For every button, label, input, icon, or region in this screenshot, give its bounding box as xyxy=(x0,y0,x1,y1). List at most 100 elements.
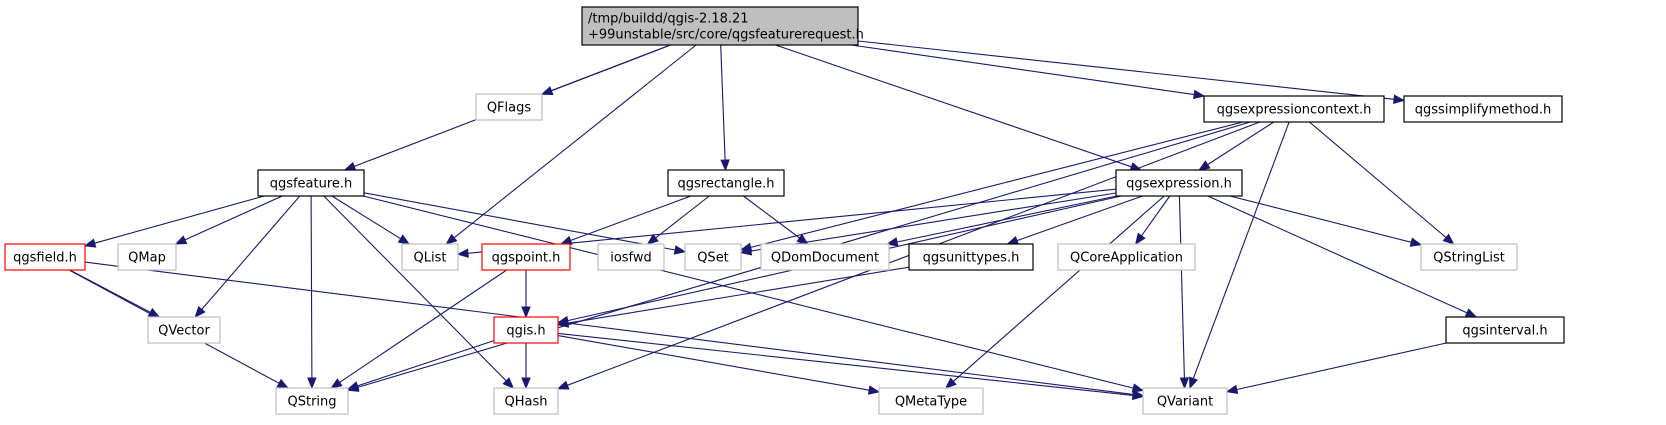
edge-arrowhead xyxy=(944,377,957,389)
node-box xyxy=(908,243,1034,271)
edge-line xyxy=(201,195,301,310)
node-label: qgsinterval.h xyxy=(1462,324,1547,339)
node-label: QVector xyxy=(158,324,210,339)
edge-line xyxy=(775,44,1132,168)
edge-line xyxy=(310,195,313,379)
node-box xyxy=(117,243,177,271)
node-qset: QSet xyxy=(684,243,742,271)
edge-line xyxy=(1192,121,1290,379)
node-qgis[interactable]: qgis.h xyxy=(493,316,559,344)
node-box xyxy=(257,169,365,197)
edge-qgsexpression-to-qvariant xyxy=(1178,195,1190,390)
node-label: qgsfield.h xyxy=(13,251,77,266)
node-layer: /tmp/buildd/qgis-2.18.21+99unstable/src/… xyxy=(4,6,1565,415)
node-label: QFlags xyxy=(487,101,532,116)
edge-qgsfeature-to-qmap xyxy=(174,195,283,245)
edge-qgsfeature-to-qvariant xyxy=(362,195,1145,393)
edge-arrowhead xyxy=(194,305,206,319)
edge-arrowhead xyxy=(1134,232,1146,246)
node-box xyxy=(147,316,221,344)
node-box xyxy=(1142,387,1228,415)
edge-qgis-to-qmetatype xyxy=(557,335,881,395)
edge-arrowhead xyxy=(646,233,659,245)
edge-qgsrectangle-to-qdomdocument xyxy=(743,195,809,245)
edge-line xyxy=(94,195,265,244)
edge-arrowhead xyxy=(1409,237,1423,247)
node-qgspoint[interactable]: qgspoint.h xyxy=(481,243,571,271)
edge-line xyxy=(750,121,1244,248)
edge-arrowhead xyxy=(720,159,730,172)
edge-arrowhead xyxy=(502,377,515,389)
edge-arrowhead xyxy=(1131,383,1145,393)
node-box xyxy=(1057,243,1196,271)
edge-arrowhead xyxy=(1132,390,1145,401)
edge-arrowhead xyxy=(445,233,458,245)
edge-line xyxy=(857,40,1395,100)
node-label: iosfwd xyxy=(610,251,652,266)
edge-qgsunittypes-to-qgis xyxy=(556,266,910,328)
node-qgsinterval[interactable]: qgsinterval.h xyxy=(1445,316,1565,344)
node-label: /tmp/buildd/qgis-2.18.21 xyxy=(588,12,749,27)
node-label: qgsexpressioncontext.h xyxy=(1217,103,1372,118)
node-qgsfield[interactable]: qgsfield.h xyxy=(4,243,86,271)
node-box xyxy=(1403,95,1563,123)
edge-line xyxy=(1236,342,1447,391)
edge-arrowhead xyxy=(1464,308,1478,318)
edge-line xyxy=(1207,195,1468,314)
node-box xyxy=(401,243,459,271)
edge-line xyxy=(84,261,1134,395)
node-qstring: QString xyxy=(275,387,349,415)
edge-line xyxy=(1229,195,1412,243)
node-label: qgsunittypes.h xyxy=(923,251,1020,266)
edge-qgsfeature-to-qset xyxy=(363,192,687,255)
node-label: qgssimplifymethod.h xyxy=(1415,103,1551,118)
node-label: qgsrectangle.h xyxy=(677,177,774,192)
node-box xyxy=(1115,169,1243,197)
node-label: QCoreApplication xyxy=(1070,251,1183,266)
edge-arrowhead xyxy=(1198,160,1211,171)
edge-line xyxy=(1207,121,1275,166)
edge-line xyxy=(557,332,1134,396)
node-qgsrectangle[interactable]: qgsrectangle.h xyxy=(667,169,785,197)
edge-line xyxy=(184,195,283,241)
edge-qgis-to-qstring xyxy=(346,340,495,391)
edge-qgsexpression-to-qstringlist xyxy=(1229,195,1423,247)
edge-arrowhead xyxy=(673,245,687,255)
edge-qgsexpression-to-qmetatype xyxy=(944,195,1165,389)
node-label: QHash xyxy=(505,395,548,410)
node-qgsexpressioncontext[interactable]: qgsexpressioncontext.h xyxy=(1203,95,1385,123)
node-root[interactable]: /tmp/buildd/qgis-2.18.21+99unstable/src/… xyxy=(581,6,864,46)
node-label: QMetaType xyxy=(895,395,967,410)
node-label: QStringList xyxy=(1433,251,1505,266)
edge-qgsexpressioncontext-to-qvariant xyxy=(1189,121,1290,390)
edge-arrowhead xyxy=(83,238,97,248)
edge-arrowhead xyxy=(739,246,753,256)
edge-arrowhead xyxy=(1179,377,1190,390)
edge-arrowhead xyxy=(343,161,357,171)
edge-arrowhead xyxy=(397,234,411,245)
node-box xyxy=(493,387,559,415)
node-qgssimplifymethod[interactable]: qgssimplifymethod.h xyxy=(1403,95,1563,123)
edge-line xyxy=(655,195,710,239)
edge-line xyxy=(1016,195,1143,242)
edge-arrowhead xyxy=(521,306,531,319)
node-label: QVariant xyxy=(1157,395,1213,410)
node-box xyxy=(684,243,742,271)
node-box xyxy=(667,169,785,197)
node-box xyxy=(1420,243,1518,271)
node-qgsunittypes[interactable]: qgsunittypes.h xyxy=(908,243,1034,271)
edge-layer xyxy=(68,40,1478,401)
node-label: QMap xyxy=(128,251,166,266)
node-qgsfeature[interactable]: qgsfeature.h xyxy=(257,169,365,197)
node-qgsexpression[interactable]: qgsexpression.h xyxy=(1115,169,1243,197)
edge-line xyxy=(331,195,401,240)
node-box xyxy=(493,316,559,344)
node-box xyxy=(581,6,859,46)
edge-qgsexpression-to-qcoreapplication xyxy=(1134,195,1171,246)
edge-arrowhead xyxy=(1006,236,1020,245)
edge-line xyxy=(896,195,1117,243)
node-iosfwd: iosfwd xyxy=(597,243,665,271)
edge-qgsfeature-to-qvector xyxy=(194,195,301,319)
edge-qgsexpressioncontext-to-qgsexpression xyxy=(1198,121,1275,171)
